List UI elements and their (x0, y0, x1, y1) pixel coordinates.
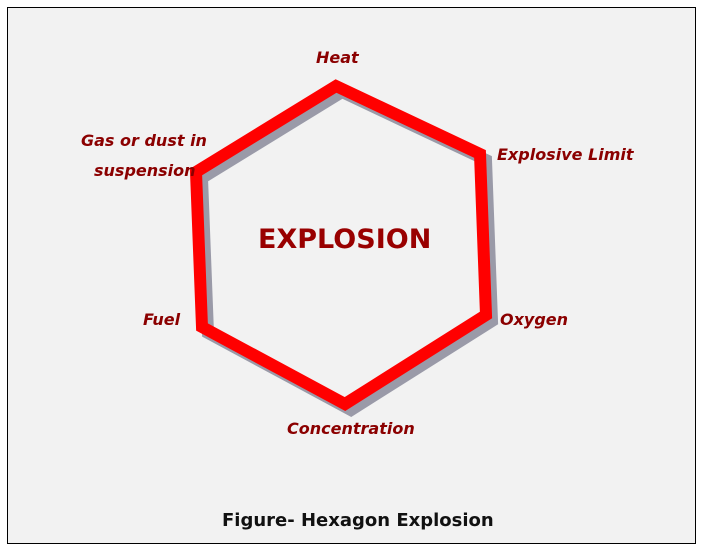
label-explosive-limit: Explosive Limit (497, 145, 634, 164)
label-gas-line1: Gas or dust in (81, 131, 207, 150)
label-concentration: Concentration (287, 419, 415, 438)
label-oxygen: Oxygen (500, 310, 569, 329)
label-heat: Heat (316, 48, 359, 67)
label-gas-line2: suspension (94, 161, 196, 180)
center-title: EXPLOSION (258, 224, 432, 255)
label-fuel: Fuel (143, 310, 181, 329)
figure-caption: Figure- Hexagon Explosion (222, 510, 494, 531)
